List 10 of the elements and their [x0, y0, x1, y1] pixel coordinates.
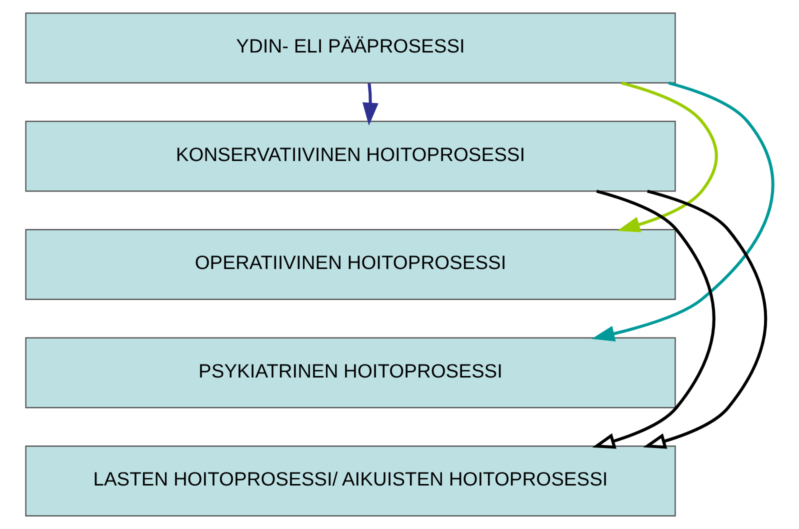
node-box: OPERATIIVINEN HOITOPROSESSI: [25, 229, 676, 300]
node-box: KONSERVATIIVINEN HOITOPROSESSI: [25, 120, 676, 192]
node-box: PSYKIATRINEN HOITOPROSESSI: [25, 337, 676, 408]
node-box: YDIN- ELI PÄÄPROSESSI: [25, 12, 676, 84]
arrow: [362, 83, 378, 126]
arrow: [643, 190, 768, 449]
arrow: [592, 190, 716, 449]
arrow: [592, 82, 774, 342]
node-box: LASTEN HOITOPROSESSI/ AIKUISTEN HOITOPROSESSI: [25, 446, 676, 516]
arrow: [617, 81, 718, 232]
